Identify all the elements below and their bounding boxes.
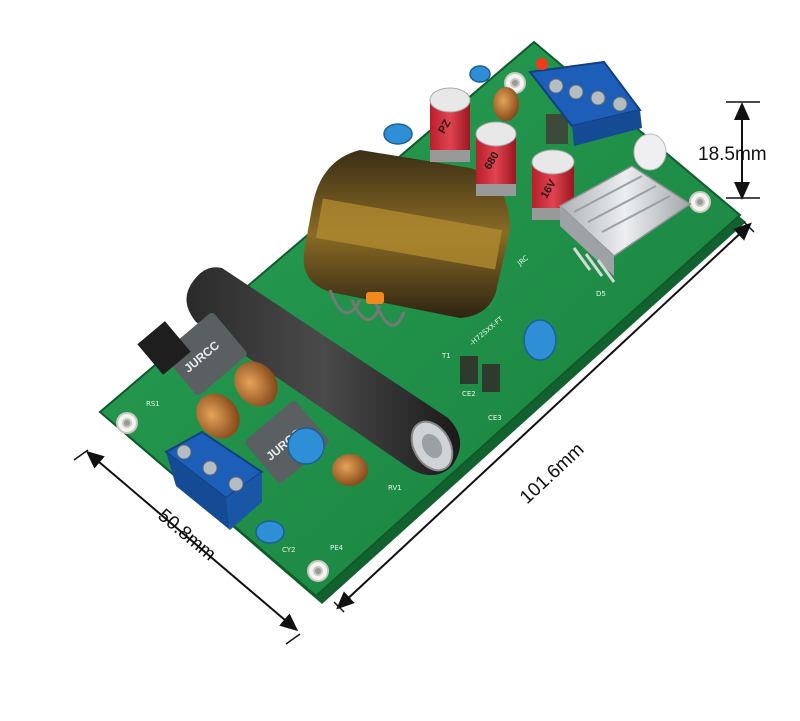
silk-rs1: RS1	[146, 400, 160, 408]
output-inductor	[493, 87, 519, 121]
output-terminal	[528, 58, 642, 146]
output-capacitor-1: PZ	[429, 87, 471, 162]
choke-1: JURCC	[163, 312, 247, 396]
length-label: 101.6mm	[516, 439, 588, 508]
height-label: 18.5mm	[698, 144, 767, 165]
height-dimension: 18.5mm	[698, 101, 767, 200]
silk-cy2: CY2	[282, 546, 296, 554]
silk-rv1: RV1	[388, 484, 402, 492]
silk-ce3: CE3	[488, 414, 502, 422]
silk-pe4: PE4	[330, 544, 344, 552]
pcb-board	[98, 40, 746, 604]
silk-ce2: CE2	[462, 390, 476, 398]
output-capacitor-2: 680	[475, 121, 517, 196]
silk-t1: T1	[441, 352, 451, 360]
width-label: 50.8mm	[154, 505, 220, 565]
silk-d5: D5	[596, 290, 606, 298]
